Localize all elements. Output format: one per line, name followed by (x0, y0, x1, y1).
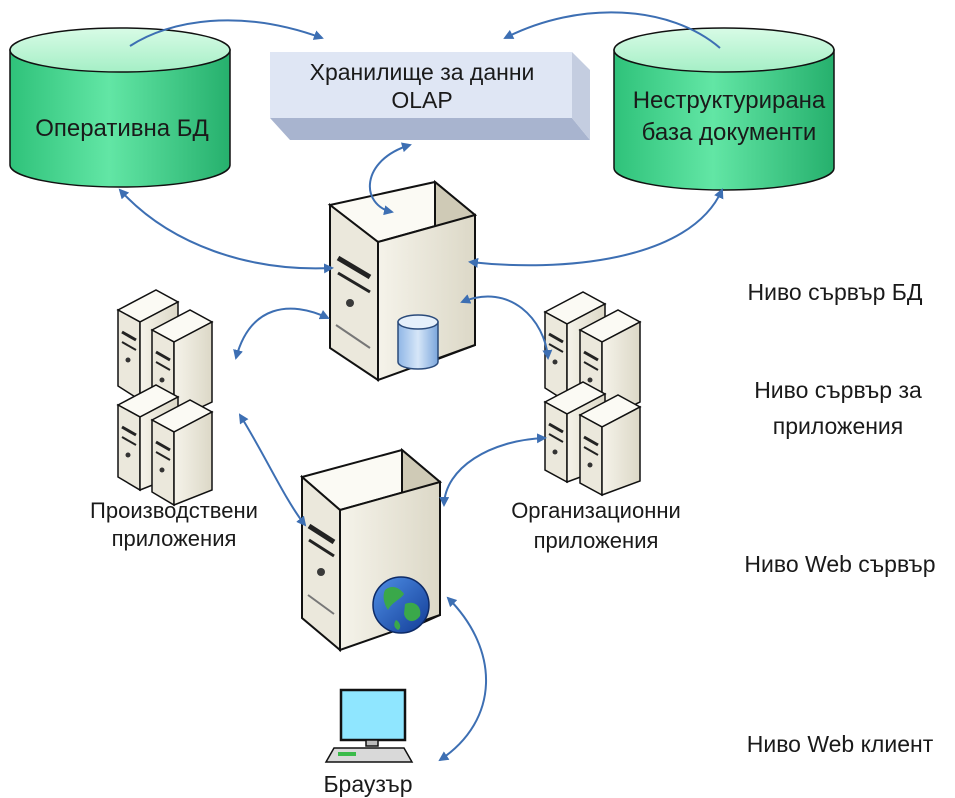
database-cylinder-icon (397, 314, 439, 370)
unstructured-db-label-line2: база документи (642, 119, 817, 146)
database-server-icon[interactable] (327, 179, 478, 382)
data-warehouse-label-line2: OLAP (391, 87, 452, 113)
level-web-server-label: Ниво Web сървър (744, 551, 935, 577)
operational-db-cylinder[interactable]: Оперативна БД (9, 27, 231, 188)
connector-db-server-production-apps (233, 307, 330, 360)
browser-label: Браузър (323, 771, 412, 797)
data-warehouse-box[interactable]: Хранилище за данни OLAP (270, 52, 590, 140)
connector-production-apps-web-server (238, 413, 307, 527)
web-server-icon[interactable] (299, 447, 443, 653)
operational-db-label: Оперативна БД (35, 115, 209, 142)
level-db-server-label: Ниво сървър БД (748, 279, 923, 305)
desktop-computer-icon[interactable] (324, 688, 414, 763)
organizational-apps-label-line2: приложения (534, 528, 659, 553)
connector-organizational-apps-web-server (439, 433, 547, 507)
connectors (118, 11, 724, 762)
organizational-apps-label-line1: Организационни (511, 498, 681, 523)
connector-unstructured-db-to-warehouse (503, 11, 721, 49)
organizational-apps-server-cluster-icon[interactable] (543, 291, 642, 497)
connector-operational-db-to-warehouse (129, 19, 324, 47)
production-apps-label-line1: Производствени (90, 498, 258, 523)
connector-operational-db-db-server (118, 188, 334, 274)
connector-web-server-browser (438, 596, 488, 762)
production-apps-label-line2: приложения (112, 526, 237, 551)
connector-db-server-organizational-apps (460, 294, 553, 360)
connector-unstructured-db-db-server (468, 188, 724, 268)
production-apps-server-cluster-icon[interactable] (116, 289, 214, 507)
globe-icon (372, 576, 430, 634)
data-warehouse-label-line1: Хранилище за данни (310, 59, 535, 85)
unstructured-db-cylinder[interactable]: Неструктурирана база документи (613, 27, 835, 191)
unstructured-db-label-line1: Неструктурирана (633, 87, 826, 114)
level-web-client-label: Ниво Web клиент (747, 731, 934, 757)
level-app-server-label-line1: Ниво сървър за (754, 377, 922, 403)
level-app-server-label-line2: приложения (773, 413, 904, 439)
connector-warehouse-db-server (368, 142, 412, 216)
